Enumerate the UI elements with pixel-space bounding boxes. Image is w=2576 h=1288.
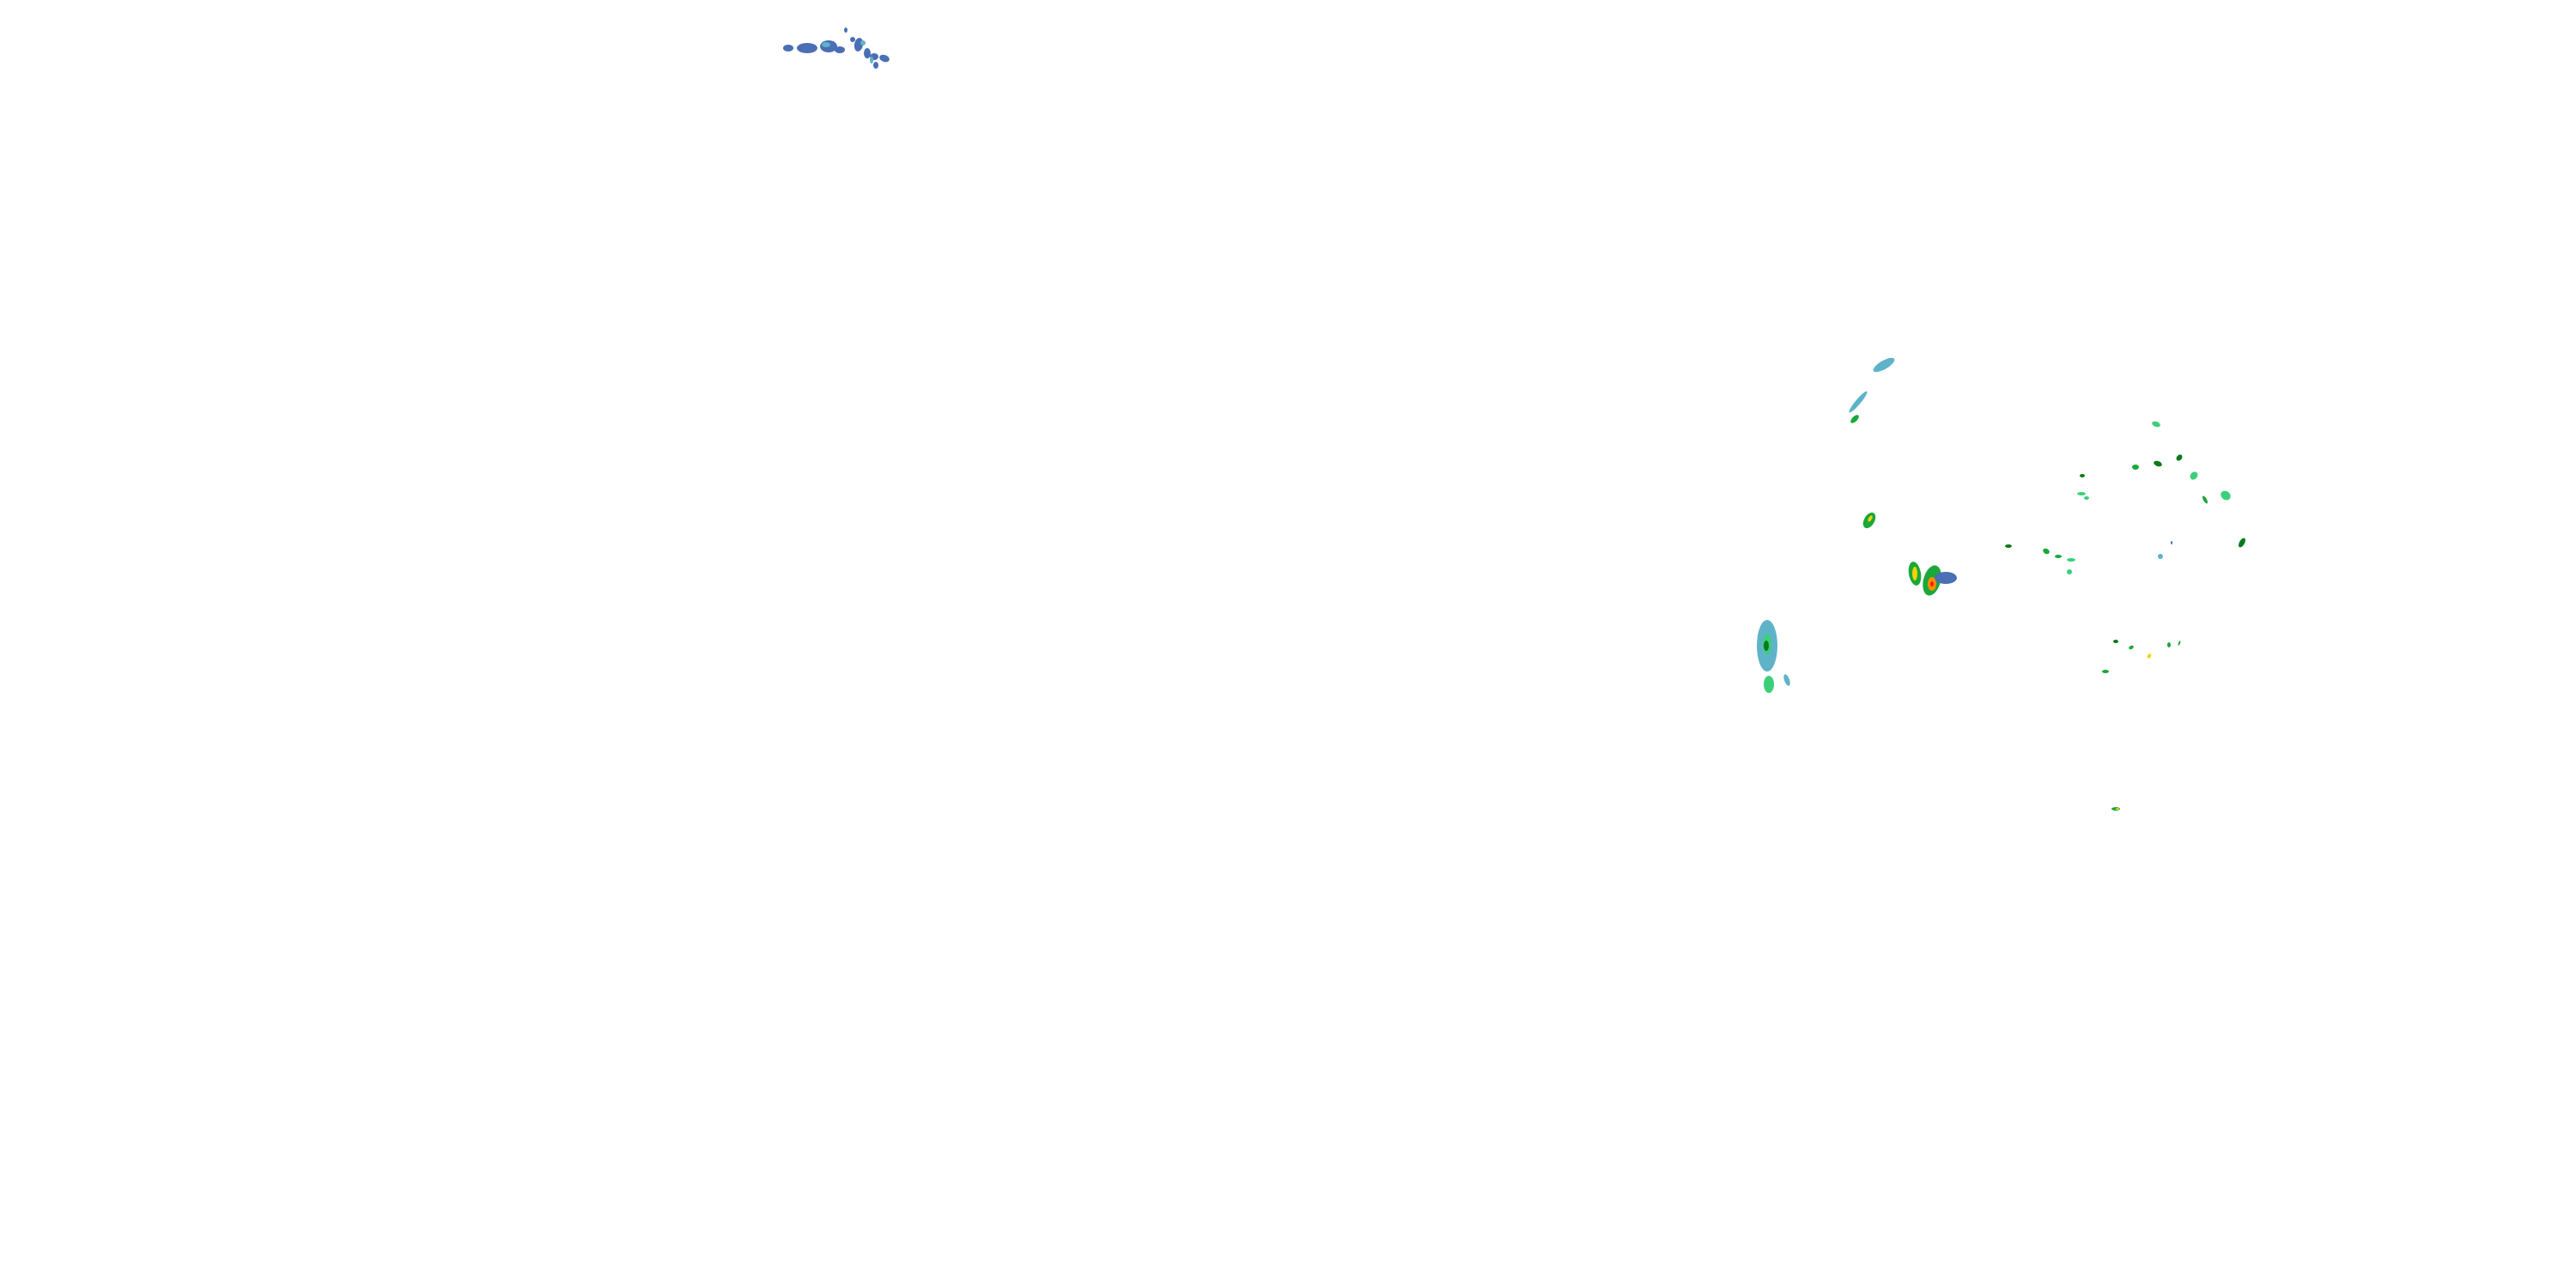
light-precip-echo xyxy=(864,48,871,58)
radar-echo xyxy=(2221,490,2231,501)
light-precip-echo xyxy=(854,38,864,52)
radar-echo xyxy=(1850,415,1859,423)
radar-echo xyxy=(1868,515,1873,522)
radar-echo xyxy=(2158,554,2163,559)
radar-echo xyxy=(2055,555,2062,558)
radar-echo xyxy=(2171,541,2172,544)
light-precip-echo xyxy=(797,43,817,53)
radar-echo xyxy=(2239,538,2245,548)
radar-echo xyxy=(2202,495,2208,504)
radar-echo xyxy=(1935,572,1957,584)
radar-echo xyxy=(2077,492,2086,495)
radar-echo xyxy=(2190,471,2198,480)
radar-echo xyxy=(2116,808,2119,810)
light-precip-echo xyxy=(835,46,845,53)
radar-echo xyxy=(2043,548,2050,555)
radar-echo xyxy=(2102,670,2109,673)
light-precip-echo xyxy=(850,37,855,42)
radar-echo xyxy=(1912,567,1917,580)
radar-echo xyxy=(2067,569,2072,574)
radar-echo xyxy=(2005,544,2012,548)
radar-echo xyxy=(2152,421,2160,428)
radar-echo xyxy=(1783,674,1790,686)
radar-echo xyxy=(2132,465,2139,470)
radar-echo xyxy=(1873,357,1895,373)
radar-echo xyxy=(2154,460,2162,467)
light-precip-echo xyxy=(879,54,890,63)
light-precip-echo xyxy=(822,42,830,47)
radar-echo xyxy=(1930,581,1934,586)
radar-echo xyxy=(2167,642,2171,647)
light-precip-echo xyxy=(873,62,878,69)
light-precip-echo xyxy=(860,40,866,46)
radar-echo xyxy=(1764,676,1774,693)
radar-echo xyxy=(2067,558,2075,562)
light-precip-echo xyxy=(783,45,793,52)
radar-echo xyxy=(2129,645,2134,650)
light-precip-echo xyxy=(870,57,873,64)
radar-echo xyxy=(2113,640,2118,643)
radar-echo xyxy=(2147,653,2152,659)
light-precip-echo xyxy=(844,27,848,33)
radar-echo xyxy=(2080,474,2085,477)
radar-echo xyxy=(2176,454,2183,461)
radar-echo xyxy=(2084,496,2089,500)
radar-echo xyxy=(1764,641,1769,651)
radar-echo xyxy=(1849,391,1868,413)
radar-echo xyxy=(2178,641,2181,646)
